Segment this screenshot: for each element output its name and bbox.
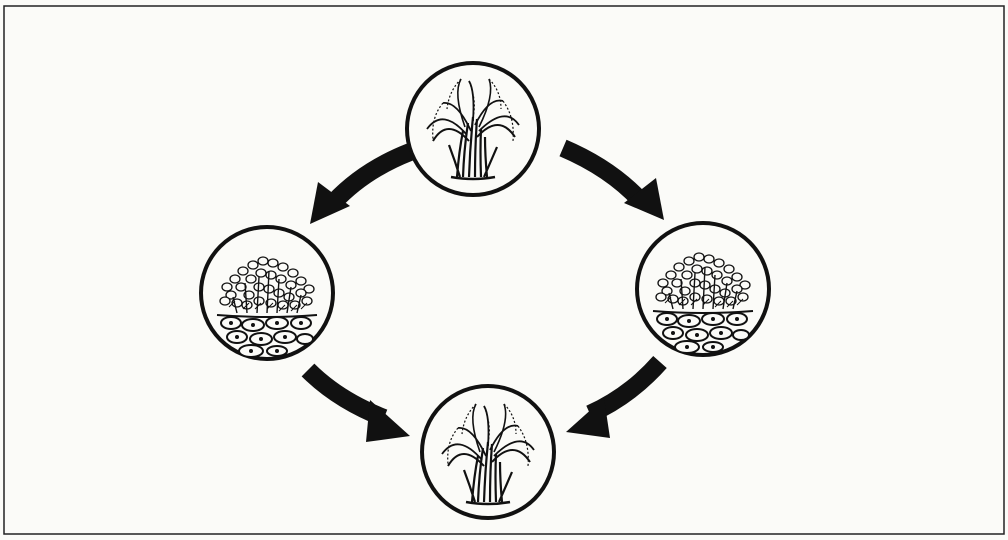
node-circle (407, 63, 539, 195)
node-right-legume (637, 223, 769, 355)
node-top-rice (407, 63, 539, 195)
node-left-legume (201, 227, 333, 359)
node-bottom-rice (422, 386, 554, 518)
